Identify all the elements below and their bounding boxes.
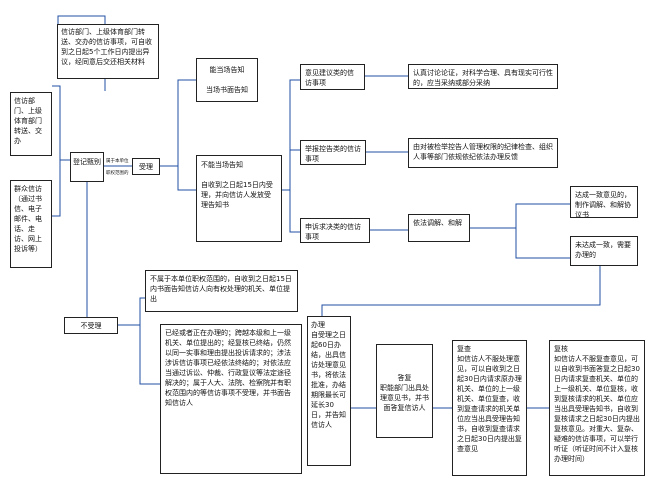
node-text: 复查 如信访人不服处理意见，可以自收到之日起30日内请求原办理机关、单位的上一级… xyxy=(457,345,522,453)
report-category: 举报控告类的信访事项 xyxy=(300,140,366,165)
connector xyxy=(321,266,601,316)
recheck-step: 复核 如信访人不服复查意见，可以自收到书面答复之日起30日内请求复查机关、单位的… xyxy=(549,340,645,476)
connector xyxy=(515,228,570,259)
connector xyxy=(282,79,300,191)
public-petition-source: 群众信访（通过书信、电子邮件、电话、走访、网上投诉等） xyxy=(10,180,52,268)
appeal-category: 申诉求决类的信访事项 xyxy=(300,218,370,243)
connector xyxy=(118,297,145,326)
transfer-objection-note: 信访部门、上级体育部门转送、交办的信访事项，可自收到之日起5个工作日内提出异议，… xyxy=(57,24,159,79)
node-text: 已经或者正在办理的；跨越本级和上一级机关、单位提出的；经复核已终结，仍然以同一实… xyxy=(165,329,291,407)
node-text: 意见建议类的信访事项 xyxy=(305,69,354,87)
accept-condition-label-1: 属于本单位 xyxy=(106,159,129,164)
agreement-outcome: 达成一致意见的，制作调解、和解协议书 xyxy=(570,186,638,218)
connector xyxy=(177,166,196,191)
not-accept-case-outside-scope: 不属于本单位职权范围的，自收到之日起15日内书面告知信访人向有权处理的机关、单位… xyxy=(145,270,298,312)
not-accept-case-list: 已经或者正在办理的；跨越本级和上一级机关、单位提出的；经复核已终结，仍然以同一实… xyxy=(160,324,302,474)
node-text: 复核 如信访人不服复查意见，可以自收到书面答复之日起30日内请求复查机关、单位的… xyxy=(554,345,640,463)
connector xyxy=(52,85,70,161)
report-result: 由对被检举控告人管理权限的纪律检查、组织人事等部门依规依纪依法办理反馈 xyxy=(408,138,558,168)
reply-step: 答复 职能部门出具处理意见书，并书面答复信访人 xyxy=(376,344,433,438)
dept-transfer-source: 信访部门、上级体育部门转送、交办 xyxy=(10,92,52,156)
accept-step: 受理 xyxy=(132,158,160,175)
node-text: 达成一致意见的，制作调解、和解协议书 xyxy=(575,191,631,218)
register-screen-step: 登记甄别 xyxy=(70,152,104,182)
node-text: 信访部门、上级体育部门转送、交办 xyxy=(14,97,42,145)
connector xyxy=(289,150,300,233)
node-text: 不属于本单位职权范围的，自收到之日起15日内书面告知信访人向有权处理的机关、单位… xyxy=(150,275,292,303)
suggestion-result: 认真讨论论证，对科学合理、具有现实可行性的，应当采纳或部分采纳 xyxy=(408,64,558,89)
node-text: 申诉求决类的信访事项 xyxy=(305,223,361,241)
node-text: 不受理 xyxy=(80,322,102,330)
node-text: 举报控告类的信访事项 xyxy=(305,145,361,163)
handle-step: 办理 自受理之日起60日办结，出具信访处理意见书，将依法批准，办结期限最长可延长… xyxy=(307,316,351,466)
node-text: 群众信访（通过书信、电子邮件、电话、走访、网上投诉等） xyxy=(14,185,42,253)
connector xyxy=(139,325,160,385)
connector xyxy=(52,160,61,217)
node-text: 由对被检举控告人管理权限的纪律检查、组织人事等部门依规依纪依法办理反馈 xyxy=(413,143,553,161)
mediation-step: 依法调解、和解 xyxy=(408,214,470,242)
node-text: 认真讨论论证，对科学合理、具有现实可行性的，应当采纳或部分采纳 xyxy=(413,69,553,87)
connector xyxy=(160,79,196,167)
node-text: 答复 职能部门出具处理意见书，并书面答复信访人 xyxy=(380,374,429,412)
connector xyxy=(470,203,570,229)
no-agreement-outcome: 未达成一致，需要办理的 xyxy=(570,236,638,266)
node-text: 依法调解、和解 xyxy=(413,219,462,227)
node-text: 未达成一致，需要办理的 xyxy=(575,241,631,259)
node-text: 办理 自受理之日起60日办结，出具信访处理意见书，将依法批准，办结期限最长可延长… xyxy=(311,321,346,429)
node-text: 受理 xyxy=(139,163,153,171)
accept-condition-label-2: 职权范围的 xyxy=(106,171,129,176)
node-text: 能当场告知 当场书面告知 xyxy=(206,66,248,94)
node-text: 信访部门、上级体育部门转送、交办的信访事项，可自收到之日起5个工作日内提出异议，… xyxy=(61,28,152,66)
onsite-notice-step: 能当场告知 当场书面告知 xyxy=(196,58,258,102)
not-accept-step: 不受理 xyxy=(64,317,118,334)
node-text: 不能当场告知 自收到之日起15日内受理，并向信访人发放受理告知书 xyxy=(201,161,273,209)
not-onsite-notice-step: 不能当场告知 自收到之日起15日内受理，并向信访人发放受理告知书 xyxy=(196,155,282,242)
review-step: 复查 如信访人不服处理意见，可以自收到之日起30日内请求原办理机关、单位的上一级… xyxy=(452,340,527,476)
node-text: 登记甄别 xyxy=(73,158,101,166)
suggestion-category: 意见建议类的信访事项 xyxy=(300,64,365,90)
